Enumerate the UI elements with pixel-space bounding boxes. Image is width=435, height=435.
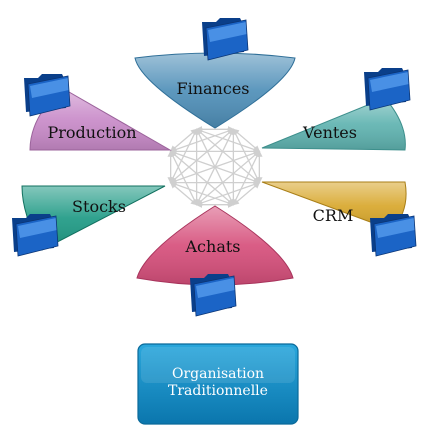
connector-line [169,181,198,206]
organisation-box[interactable]: Organisation Traditionnelle [137,343,299,425]
connector-line [195,128,261,184]
segment-label-ventes: Ventes [302,123,357,142]
connector-line [232,128,261,153]
segment-stocks[interactable]: Stocks [21,185,166,251]
folder-icon[interactable] [202,18,249,61]
folder-icon[interactable] [190,274,237,317]
organisation-box-line2: Traditionnelle [168,383,268,399]
connector-mesh [167,126,263,208]
folder-icon[interactable] [12,214,59,257]
connector-line [169,128,198,153]
connector-line [232,181,261,206]
segment-label-achats: Achats [185,237,241,256]
segment-label-stocks: Stocks [72,197,126,216]
connector-line [169,150,261,184]
segment-finances[interactable]: Finances [134,52,296,129]
segment-label-crm: CRM [313,206,354,225]
folder-icon[interactable] [370,214,417,257]
connector-line [169,128,235,184]
connector-line [169,150,235,206]
folder-icon[interactable] [364,68,411,111]
segment-achats[interactable]: Achats [136,205,294,286]
organisation-box-line1: Organisation [172,366,264,382]
folder-icon[interactable] [24,74,71,117]
segment-label-finances: Finances [176,79,249,98]
connector-line [195,150,261,206]
segment-label-production: Production [47,123,136,142]
